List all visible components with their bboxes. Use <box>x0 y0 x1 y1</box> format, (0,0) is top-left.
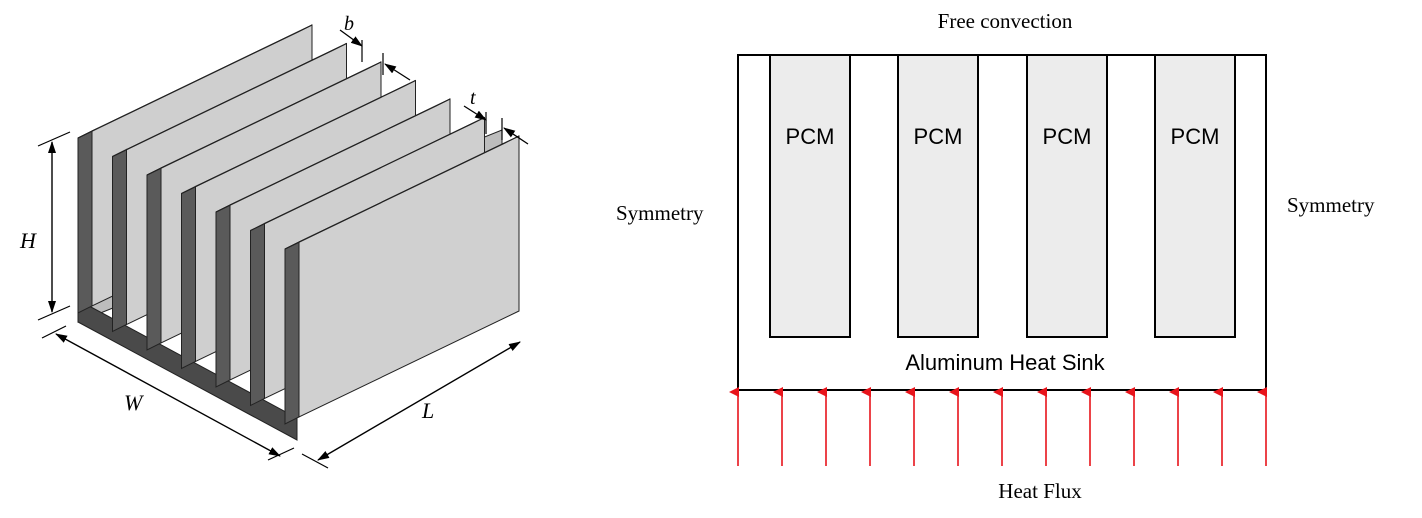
fin-side-face <box>284 241 300 425</box>
thickness-dimension-arrow-in <box>463 105 487 121</box>
fin-top-edge <box>146 61 382 176</box>
heat-flux-label: Heat Flux <box>998 479 1082 503</box>
gap-dimension-arrow-in <box>339 29 363 47</box>
pcm-heat-sink-schematic: PCM PCM PCM PCM Free convection Symmetry Sy… <box>616 9 1375 503</box>
heat-sink-fins <box>77 24 520 425</box>
fin-side-face <box>112 148 127 333</box>
dim-label-l: L <box>421 398 434 423</box>
pcm-label: PCM <box>1043 124 1092 149</box>
symmetry-right-label: Symmetry <box>1287 193 1375 217</box>
dim-label-w: W <box>124 390 144 415</box>
fin-top-edge <box>215 98 451 213</box>
dim-label-b: b <box>344 13 354 35</box>
fin-top-edge <box>181 80 416 194</box>
free-convection-label: Free convection <box>938 9 1073 33</box>
pcm-label: PCM <box>914 124 963 149</box>
thickness-dimension-arrow-out <box>503 127 529 145</box>
pcm-label: PCM <box>786 124 835 149</box>
dim-label-t: t <box>470 87 476 109</box>
dim-label-h: H <box>19 228 37 253</box>
heat-sink-label: Aluminum Heat Sink <box>905 350 1105 375</box>
fin-top-edge <box>77 24 313 139</box>
fin-side-face <box>181 185 196 370</box>
pcm-block <box>1154 54 1236 338</box>
length-dimension-line <box>317 341 521 461</box>
pcm-label: PCM <box>1171 124 1220 149</box>
fin-side-face <box>146 167 162 351</box>
heat-sink-dimensions: H W L b t <box>19 13 529 469</box>
gap-dimension-arrow-out <box>384 63 411 81</box>
symmetry-left-label: Symmetry <box>616 201 704 225</box>
pcm-block <box>897 54 979 338</box>
heat-flux-arrows <box>729 387 1267 466</box>
pcm-block <box>1026 54 1108 338</box>
fin-top-edge <box>112 43 347 157</box>
fin-top-edge <box>284 135 520 250</box>
width-dimension-line <box>55 333 281 457</box>
pcm-blocks: PCM PCM PCM PCM <box>769 54 1236 338</box>
heat-sink-3d-illustration <box>77 24 520 441</box>
fin-side-face <box>215 204 231 388</box>
fin-side-face <box>77 130 93 314</box>
fin-side-face <box>250 222 265 407</box>
pcm-block <box>769 54 851 338</box>
